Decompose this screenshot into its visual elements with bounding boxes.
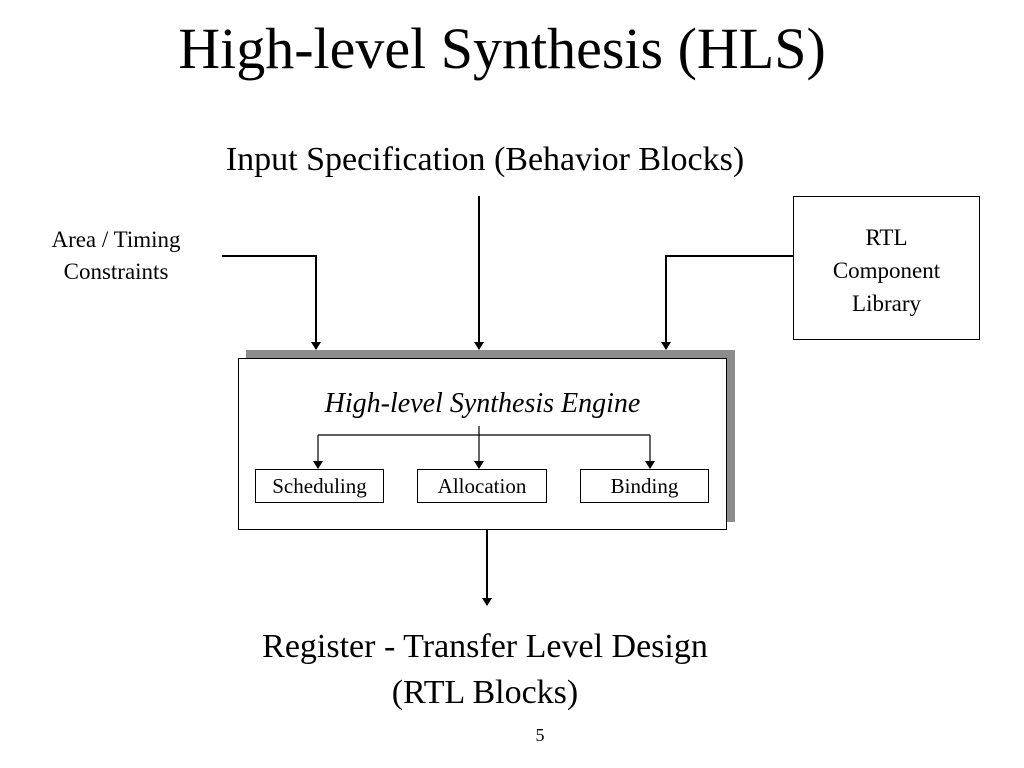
slide-title: High-level Synthesis (HLS) bbox=[178, 16, 826, 81]
constraints-arrow bbox=[222, 255, 321, 350]
constraints-label: Area / Timing Constraints bbox=[16, 224, 216, 288]
constraints-label-line-1: Area / Timing bbox=[51, 227, 181, 252]
library-arrow bbox=[661, 255, 793, 350]
binding-box: Binding bbox=[580, 469, 709, 503]
constraints-label-line-2: Constraints bbox=[63, 259, 169, 284]
output-label-line-1: Register - Transfer Level Design bbox=[262, 628, 708, 665]
library-label-line-1: RTL bbox=[865, 225, 908, 250]
library-label-line-2: Component bbox=[832, 258, 941, 283]
synthesis-engine-title: High-level Synthesis Engine bbox=[324, 388, 641, 419]
library-label-line-3: Library bbox=[852, 291, 921, 316]
rtl-design-output-label: Register - Transfer Level Design (RTL Bl… bbox=[180, 624, 790, 716]
rtl-component-library-box: RTL Component Library bbox=[793, 196, 980, 340]
output-label-line-2: (RTL Blocks) bbox=[391, 674, 579, 711]
allocation-box: Allocation bbox=[417, 469, 547, 503]
input-specification-label: Input Specification (Behavior Blocks) bbox=[225, 141, 745, 178]
page-number: 5 bbox=[535, 725, 545, 745]
scheduling-box: Scheduling bbox=[255, 469, 384, 503]
